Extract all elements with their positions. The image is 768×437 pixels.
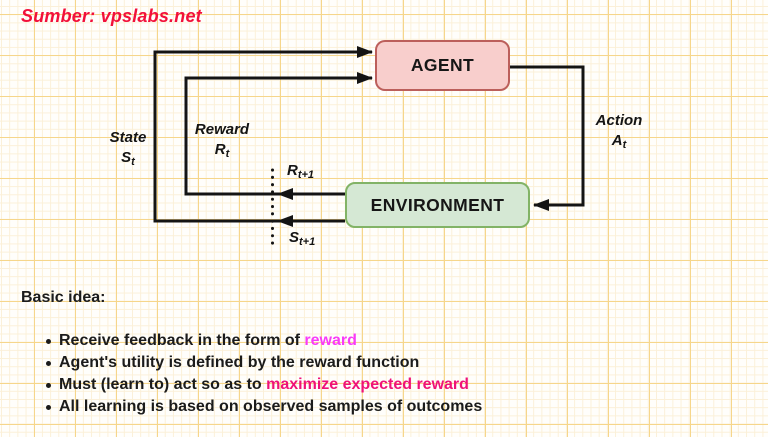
source-attribution: Sumber: vpslabs.net <box>21 6 202 26</box>
state-loop-line <box>153 46 373 223</box>
state-next-label: St+1 <box>289 229 316 248</box>
notes-heading: Basic idea: <box>21 289 106 306</box>
state-label: State St <box>95 128 161 168</box>
environment-label: ENVIRONMENT <box>370 194 505 215</box>
bullet-segment: maximize expected reward <box>266 376 469 393</box>
bullet-segment: All learning is based on observed sample… <box>59 398 483 415</box>
action-word: Action <box>595 112 643 129</box>
reward-label: Reward Rt <box>189 120 255 160</box>
bullet-item: Must (learn to) act so as to maximize ex… <box>46 374 482 396</box>
bullet-segment: Agent's utility is defined by the reward… <box>59 354 420 371</box>
bullet-segment: Must (learn to) act so as to <box>59 376 267 393</box>
agent-box: AGENT <box>375 40 510 91</box>
bullet-item: Agent's utility is defined by the reward… <box>46 352 482 374</box>
reward-word: Reward <box>194 121 250 138</box>
action-symbol: At <box>611 132 627 151</box>
agent-label: AGENT <box>410 55 475 75</box>
bullet-segment: reward <box>304 332 357 349</box>
bullet-segment: Receive feedback in the form of <box>59 332 305 349</box>
action-loop-line <box>510 65 585 211</box>
reward-next-label: Rt+1 <box>287 162 315 181</box>
reward-mid-arrowhead <box>277 188 293 200</box>
reward-symbol: Rt <box>214 141 230 160</box>
reward-loop-line <box>184 72 373 196</box>
state-word: State <box>109 129 147 146</box>
action-label: Action At <box>589 111 649 151</box>
state-mid-arrowhead <box>277 215 293 227</box>
bullet-item: Receive feedback in the form of reward <box>46 330 482 352</box>
bullet-item: All learning is based on observed sample… <box>46 396 482 418</box>
environment-box: ENVIRONMENT <box>345 182 530 228</box>
state-symbol: St <box>121 149 135 168</box>
